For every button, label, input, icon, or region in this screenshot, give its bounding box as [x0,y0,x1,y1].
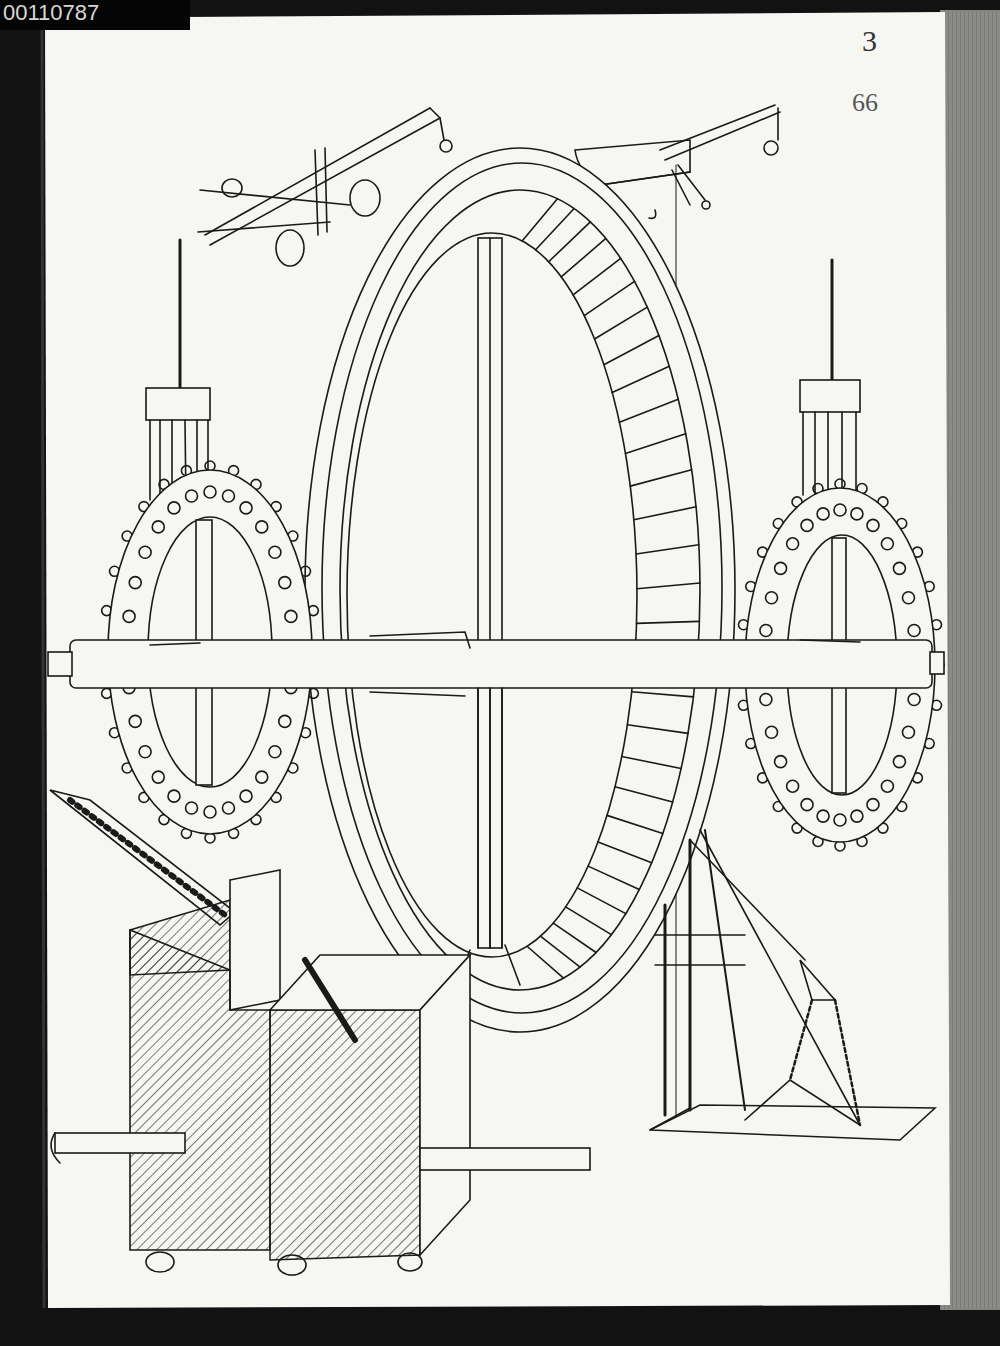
slat [553,923,596,952]
slat [598,842,652,863]
peg-hole [881,780,893,792]
axle [48,632,944,948]
peg-hole [152,521,164,533]
peg-hole [168,502,180,514]
peg-hole [256,771,268,783]
peg-hole [222,802,234,814]
peg-hole [787,538,799,550]
slat [625,434,685,454]
peg-hole [240,502,252,514]
peg-hole [851,508,863,520]
peg-hole [240,790,252,802]
slat [634,507,696,520]
peg-hole [256,521,268,533]
wheel-slats [522,199,700,978]
slat [595,307,648,339]
peg-hole [834,814,846,826]
slat [637,621,700,623]
slat [527,946,563,978]
slat [632,692,694,697]
slat [636,545,699,554]
peg-hole [186,490,198,502]
treadwheel [305,148,735,1032]
slat [584,281,634,315]
peg-hole [269,546,281,558]
peg-hole [152,771,164,783]
archive-number: 00110787 [3,2,99,24]
peg-hole [908,625,920,637]
peg-hole [801,519,813,531]
peg-hole [129,577,141,589]
peg-hole [775,562,787,574]
tripod-lift [650,830,935,1140]
peg-hole [801,799,813,811]
peg-hole [168,790,180,802]
slat [622,757,681,769]
siege-machine [50,790,590,1275]
peg-hole [775,756,787,768]
peg-hole [893,756,905,768]
slat [561,238,606,276]
archive-strip [0,0,190,30]
peg-hole [867,519,879,531]
peg-hole [279,577,291,589]
folio-number: 66 [852,90,878,116]
peg-hole [881,538,893,550]
peg-hole [867,799,879,811]
slat [566,907,612,935]
peg-hole [766,726,778,738]
slat [588,866,639,889]
peg-hole [129,715,141,727]
peg-hole [902,592,914,604]
peg-hole [817,810,829,822]
slat [549,222,591,262]
slat [615,787,673,802]
slat [607,815,663,833]
peg-hole [766,592,778,604]
peg-hole [204,486,216,498]
peg-hole [204,806,216,818]
slat [612,366,669,392]
peg-hole [760,625,772,637]
peg-hole [269,746,281,758]
gutter [42,18,44,1308]
page [45,12,950,1308]
peg-hole [834,504,846,516]
peg-hole [139,546,151,558]
peg-hole [760,693,772,705]
right-gear [736,260,944,851]
slat [604,336,659,365]
peg-hole [139,746,151,758]
peg-hole [893,562,905,574]
slat [522,199,557,241]
peg-hole [222,490,234,502]
slat [577,888,626,914]
slat [619,399,678,422]
peg-hole [186,802,198,814]
slat [573,258,621,295]
folio-mark: 3 [862,26,877,56]
peg-hole [787,780,799,792]
left-gear [99,240,321,843]
peg-hole [908,693,920,705]
peg-hole [285,610,297,622]
peg-hole [851,810,863,822]
slat [630,470,691,486]
peg-hole [123,610,135,622]
peg-hole [279,715,291,727]
slat [637,583,700,589]
peg-hole [902,726,914,738]
peg-hole [817,508,829,520]
slat [627,725,688,734]
